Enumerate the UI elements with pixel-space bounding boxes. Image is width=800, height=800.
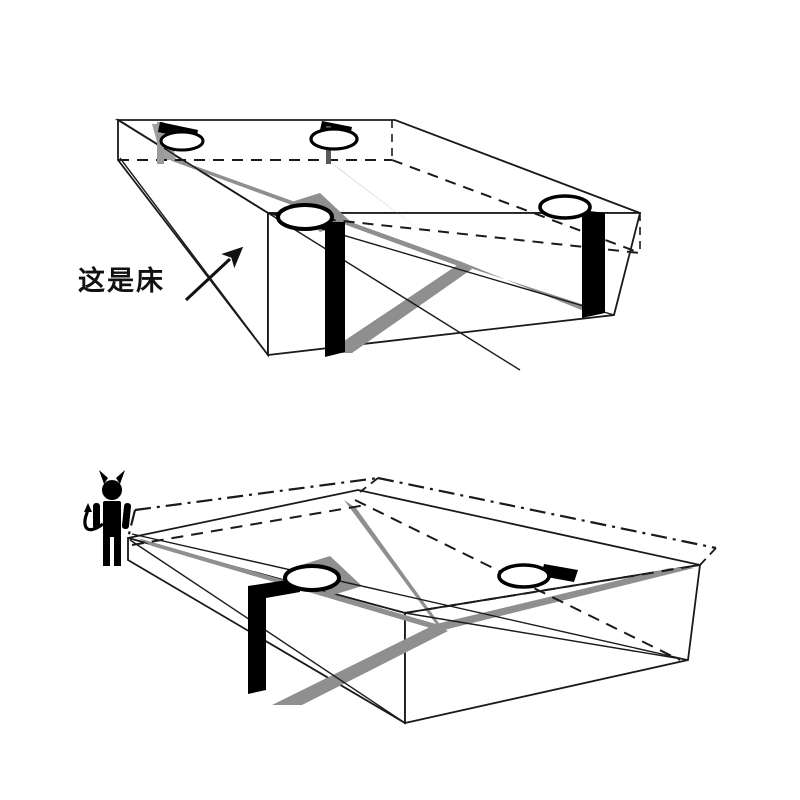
post2-front-left-hole (283, 564, 341, 592)
devil-torso (103, 501, 121, 537)
panel-bottom (83, 470, 717, 725)
hidden-edge-back-right-depth (391, 159, 641, 254)
post-back-left (157, 122, 205, 164)
devil-leg-left (103, 536, 110, 566)
post-front-left-hole (276, 203, 334, 231)
devil-arm-left (93, 503, 100, 529)
post2-front-left-bar (248, 578, 300, 694)
hidden2-edge-diagonal (404, 564, 701, 614)
panel-top (114, 118, 642, 371)
sight2-line-front (404, 612, 689, 661)
bed2-sight-lines (129, 533, 689, 724)
post2-right-hole (497, 563, 551, 589)
post-front-left (276, 203, 345, 357)
devil-tail (83, 507, 104, 532)
post-back-right (309, 121, 359, 164)
post-back-left-hole (159, 130, 205, 152)
devil-head (102, 480, 122, 500)
shadow-to-front-left (326, 262, 472, 353)
post-front-left-bar (303, 222, 345, 357)
shadow2-to-back (344, 500, 444, 630)
ghost-edge-back-right (377, 476, 717, 550)
shadow2-to-right (436, 568, 694, 630)
sight-line-left-short (119, 157, 269, 356)
sight2-line-top (131, 533, 689, 661)
sight2-line-left (129, 539, 406, 724)
shadow2-to-front (272, 624, 448, 705)
devil-arm-right (121, 503, 132, 530)
ghost-vertical-far-right (699, 547, 717, 566)
devil-figure (83, 470, 132, 566)
devil-tail-tip (84, 503, 92, 512)
bed-annotation-label: 这是床 (78, 266, 165, 297)
bed2-ghost-verticals (359, 477, 717, 566)
post-front-right (538, 194, 605, 318)
ghost-edge-left-depth (126, 509, 137, 539)
ghost-edge-back-top (134, 476, 379, 512)
sight-line-left-long (121, 121, 521, 371)
post-front-right-bar (582, 210, 605, 318)
bed-hidden-verticals (391, 120, 641, 253)
post2-right-stub (497, 563, 578, 589)
devil-leg-right (114, 536, 121, 566)
bed2-ghost-frame (126, 476, 717, 550)
devil-horn-right (116, 470, 125, 484)
ghost-vertical-back-right (359, 477, 379, 493)
devil-horn-left (99, 470, 108, 484)
post2-front-left (248, 564, 341, 694)
pointer-arrow (184, 246, 244, 302)
post-back-right-hole (309, 127, 359, 151)
post-front-right-hole (538, 194, 592, 220)
